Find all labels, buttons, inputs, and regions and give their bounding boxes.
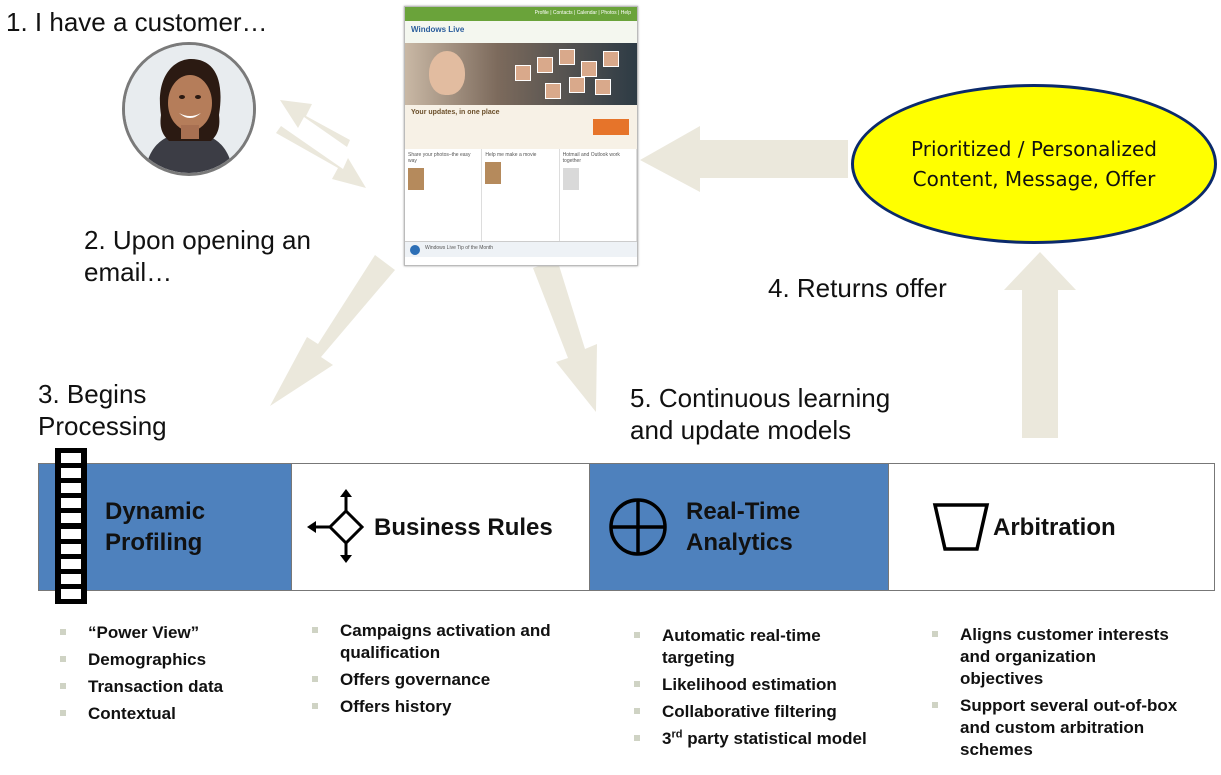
- stage-arbitration-label: Arbitration: [993, 513, 1116, 541]
- list-item: Transaction data: [60, 676, 288, 698]
- email-footer: Windows Live Tip of the Month: [405, 241, 637, 257]
- arrow-offer-to-email: [640, 126, 848, 192]
- ordinal-suffix: rd: [671, 728, 683, 741]
- analytics-bullets: Automatic real-time targeting Likelihood…: [634, 625, 874, 755]
- stage-real-time-analytics: Real-Time Analytics: [590, 464, 889, 590]
- stage-arbitration: Arbitration: [889, 464, 1214, 590]
- stage-business-rules-label: Business Rules: [374, 513, 553, 541]
- email-col-2: Help me make a movie: [482, 149, 560, 241]
- list-item: Campaigns activation and qualification: [312, 620, 562, 664]
- email-cta-button: [593, 119, 629, 135]
- customer-avatar: [122, 42, 256, 176]
- step-3-label: 3. Begins Processing: [38, 378, 167, 442]
- funnel-trapezoid-icon: [932, 503, 990, 551]
- list-item: 3rd party statistical model: [634, 728, 874, 750]
- stage-dynamic-profiling-label: Dynamic Profiling: [105, 496, 205, 558]
- step-2-line1: 2. Upon opening an: [84, 225, 311, 255]
- list-item: Contextual: [60, 703, 288, 725]
- stage-1-line1: Dynamic: [105, 498, 206, 525]
- info-icon: [410, 245, 420, 255]
- step-4-label: 4. Returns offer: [768, 273, 947, 303]
- list-item: Support several out-of-box and custom ar…: [932, 695, 1182, 761]
- step-5-label: 5. Continuous learning and update models: [630, 382, 890, 446]
- arrow-email-to-customer: [280, 100, 350, 147]
- list-item: “Power View”: [60, 622, 288, 644]
- offer-ellipse: Prioritized / Personalized Content, Mess…: [851, 84, 1217, 244]
- list-item: Likelihood estimation: [634, 674, 874, 696]
- email-headline: Your updates, in one place: [411, 109, 500, 116]
- stage-1-line2: Profiling: [105, 529, 203, 556]
- hero-face-icon: [429, 51, 465, 95]
- email-col-3-title: Hotmail and Outlook work together: [562, 152, 620, 164]
- email-columns: Share your photos–the easy way Help me m…: [405, 149, 637, 241]
- list-item: Aligns customer interests and organizati…: [932, 624, 1182, 690]
- list-item: Collaborative filtering: [634, 701, 874, 723]
- film-strip-icon: [55, 448, 87, 604]
- arrow-customer-to-email: [276, 126, 366, 188]
- step-3-line1: 3. Begins: [38, 379, 147, 409]
- decision-diamond-icon: [307, 489, 365, 563]
- list-item: Demographics: [60, 649, 288, 671]
- stage-business-rules: Business Rules: [292, 464, 590, 590]
- stage-3-line1: Real-Time: [686, 498, 801, 525]
- list-item: Automatic real-time targeting: [634, 625, 874, 669]
- email-updates-section: Your updates, in one place: [405, 105, 637, 149]
- email-footer-text: Windows Live Tip of the Month: [425, 245, 494, 251]
- ordinal-rest: party statistical model: [682, 729, 867, 748]
- arrow-arbitration-to-offer: [1004, 252, 1076, 438]
- rules-bullets: Campaigns activation and qualification O…: [312, 620, 562, 723]
- profiling-bullets: “Power View” Demographics Transaction da…: [60, 622, 288, 730]
- offer-line1: Prioritized / Personalized: [911, 137, 1157, 161]
- step-3-line2: Processing: [38, 411, 167, 441]
- ordinal-number: 3: [662, 729, 672, 748]
- email-nav: Profile | Contacts | Calendar | Photos |…: [405, 7, 637, 21]
- crosshair-circle-icon: [609, 498, 667, 556]
- arrow-email-to-processing: [270, 255, 395, 406]
- step-5-line1: 5. Continuous learning: [630, 383, 891, 413]
- email-col-1: Share your photos–the easy way: [405, 149, 483, 241]
- list-item: Offers history: [312, 696, 562, 718]
- offer-line2: Content, Message, Offer: [912, 167, 1156, 191]
- processing-stages: Dynamic Profiling Business Rules: [38, 463, 1215, 591]
- list-item: Offers governance: [312, 669, 562, 691]
- email-col-1-title: Share your photos–the easy way: [408, 152, 471, 164]
- stage-analytics-label: Real-Time Analytics: [686, 496, 800, 558]
- step-2-line2: email…: [84, 257, 173, 287]
- step-2-label: 2. Upon opening an email…: [84, 224, 311, 288]
- stage-3-line2: Analytics: [686, 529, 793, 556]
- email-col-2-title: Help me make a movie: [485, 152, 537, 158]
- email-col-3: Hotmail and Outlook work together: [560, 149, 637, 241]
- step-1-label: 1. I have a customer…: [6, 7, 268, 37]
- step-5-line2: and update models: [630, 415, 852, 445]
- arrow-email-to-learning: [533, 259, 597, 412]
- email-hero-image: [405, 43, 637, 105]
- arbitration-bullets: Aligns customer interests and organizati…: [932, 624, 1182, 766]
- customer-photo-icon: [125, 45, 253, 173]
- email-screenshot: Profile | Contacts | Calendar | Photos |…: [404, 6, 638, 266]
- email-brand: Windows Live: [405, 21, 637, 43]
